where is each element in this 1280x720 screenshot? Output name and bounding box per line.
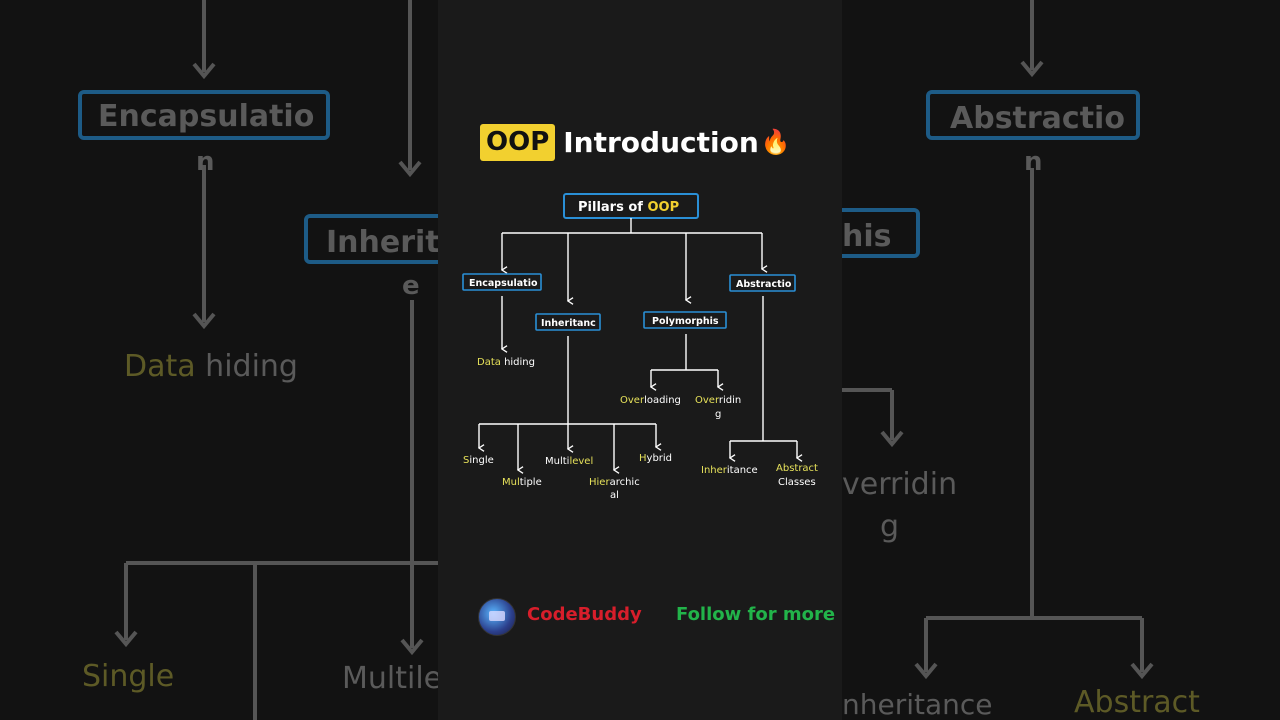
background-overriding-wrap: g [880, 509, 899, 544]
multilevel-label: Multilevel [545, 456, 593, 467]
inheritance-label: Inheritanc [541, 318, 596, 329]
background-box-polymorphism: his [842, 219, 892, 254]
data-hiding-label: Data hiding [477, 357, 535, 368]
overriding-label-wrap: g [715, 409, 721, 420]
overloading-label: Overloading [620, 395, 681, 406]
background-left: Encapsulatio n Inherit e Data hiding Sin… [0, 0, 438, 720]
abstraction-label: Abstractio [736, 279, 792, 290]
background-right: Abstractio n his verridin g nheritance A… [842, 0, 1280, 720]
background-right-diagram: Abstractio n his verridin g nheritance A… [842, 0, 1200, 720]
background-inheritance: nheritance [842, 688, 993, 720]
inheritance-box [535, 313, 601, 331]
hierarchical-label: Hierarchic [589, 477, 640, 488]
background-abstract: Abstract [1074, 685, 1200, 720]
hybrid-label: Hybrid [639, 453, 672, 464]
avatar[interactable] [478, 598, 516, 636]
connector-lines [479, 218, 797, 470]
multiple-label: Multiple [502, 477, 542, 488]
background-box-abstraction-wrap: n [1024, 147, 1043, 177]
page-title: OOP Introduction 🔥 [480, 124, 791, 161]
title-text: Introduction [563, 125, 759, 159]
root-label: Pillars of OOP [578, 200, 679, 215]
abstract-classes-label-wrap: Classes [778, 477, 816, 488]
background-box-inheritance: Inherit [326, 225, 438, 260]
fire-icon: 🔥 [760, 128, 791, 157]
oop-badge: OOP [480, 124, 556, 161]
background-box-abstraction: Abstractio [950, 101, 1125, 136]
background-single: Single [82, 659, 174, 694]
follow-text: Follow for more [676, 604, 836, 625]
background-multilevel: Multile [342, 661, 438, 696]
background-box-inheritance-wrap: e [402, 271, 420, 301]
abstraction-box [729, 274, 796, 292]
abstract-inheritance-label: Inheritance [701, 465, 758, 476]
polymorphism-label: Polymorphis [652, 316, 719, 327]
main-panel: OOP Introduction 🔥 Pillars of OOP [438, 0, 842, 720]
brand-name[interactable]: CodeBuddy [527, 604, 642, 625]
single-label: Single [463, 455, 494, 466]
background-overriding: verridin [842, 467, 957, 502]
footer: CodeBuddy Follow for more [438, 596, 842, 636]
encapsulation-label: Encapsulatio [469, 278, 538, 289]
oop-pillars-diagram: Pillars of OOP [462, 193, 818, 501]
background-box-encapsulation-wrap: n [196, 147, 215, 177]
encapsulation-box [462, 273, 542, 291]
hierarchical-label-wrap: al [610, 490, 619, 501]
abstract-classes-label: Abstract [776, 463, 818, 474]
background-data-hiding: Data hiding [124, 349, 298, 384]
polymorphism-box [643, 311, 727, 329]
background-box-encapsulation: Encapsulatio [98, 99, 314, 134]
overriding-label: Overridin [695, 395, 741, 406]
background-left-diagram: Encapsulatio n Inherit e Data hiding Sin… [78, 0, 438, 720]
